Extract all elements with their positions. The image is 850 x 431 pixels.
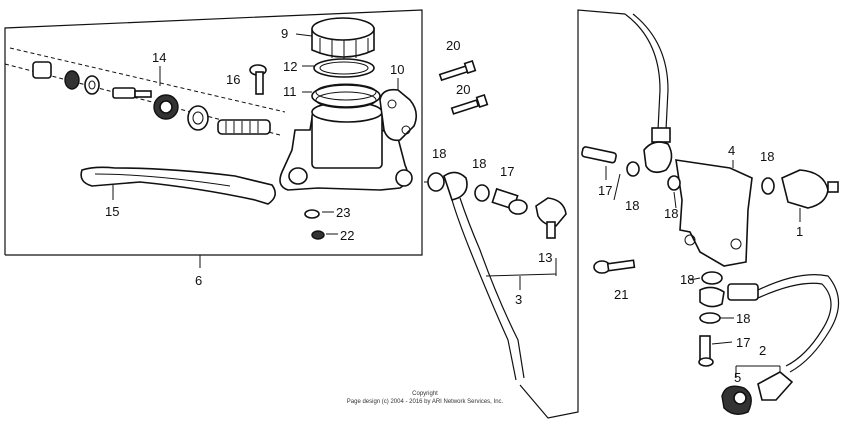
callout-1: 1 (796, 224, 803, 239)
reservoir-cap-stack (295, 17, 381, 109)
callout-18-c: 18 (625, 198, 639, 213)
callout-17-a: 17 (500, 164, 514, 179)
callout-6: 6 (195, 273, 202, 288)
callout-4: 4 (728, 143, 735, 158)
callout-21: 21 (614, 287, 628, 302)
hose-connector-line (519, 9, 626, 419)
callout-20-upper: 20 (446, 38, 460, 53)
callout-18-f: 18 (680, 272, 694, 287)
lower-fittings (721, 365, 794, 415)
callout-13: 13 (538, 250, 552, 265)
callout-5: 5 (734, 370, 741, 385)
callout-11: 11 (283, 84, 297, 99)
piston-kit-strip (4, 47, 286, 136)
bolts-20 (438, 60, 489, 115)
callout-14: 14 (152, 50, 166, 65)
callout-18-d: 18 (664, 206, 678, 221)
callout-9: 9 (281, 26, 288, 41)
callout-17-c: 17 (736, 335, 750, 350)
callout-labels: 9 12 11 10 14 16 15 23 22 6 20 20 18 18 … (105, 26, 803, 385)
callout-2: 2 (759, 343, 766, 358)
callout-23: 23 (336, 205, 350, 220)
copyright-line-2: Page design (c) 2004 - 2016 by ARI Netwo… (347, 399, 504, 405)
copyright-line-1: Copyright (412, 391, 438, 397)
master-cylinder-body (279, 101, 413, 191)
brake-hose-upper (427, 171, 567, 381)
brake-light-switch (761, 169, 839, 222)
lever-holder-clamp (379, 78, 418, 142)
callout-18-a: 18 (432, 146, 446, 161)
callout-18-b: 18 (472, 156, 486, 171)
lever-pivot-bolt (249, 64, 267, 95)
callout-12: 12 (283, 59, 297, 74)
callout-18-g: 18 (736, 311, 750, 326)
brake-hose-lower (698, 271, 840, 373)
three-way-joint (675, 159, 753, 267)
brake-hose-right (624, 13, 673, 174)
bolt-21 (593, 259, 636, 274)
callout-15: 15 (105, 204, 119, 219)
callout-3: 3 (515, 292, 522, 307)
copyright-notice: Copyright Page design (c) 2004 - 2016 by… (347, 391, 504, 405)
brake-lever (80, 166, 276, 205)
callout-18-e: 18 (760, 149, 774, 164)
piston-kit-parts (32, 61, 271, 135)
callout-16: 16 (226, 72, 240, 87)
master-cylinder-box (4, 9, 423, 268)
callout-10: 10 (390, 62, 404, 77)
callout-22: 22 (340, 228, 354, 243)
callout-20-lower: 20 (456, 82, 470, 97)
joint-fittings (581, 146, 681, 191)
small-washers (304, 209, 338, 240)
callout-17-b: 17 (598, 183, 612, 198)
